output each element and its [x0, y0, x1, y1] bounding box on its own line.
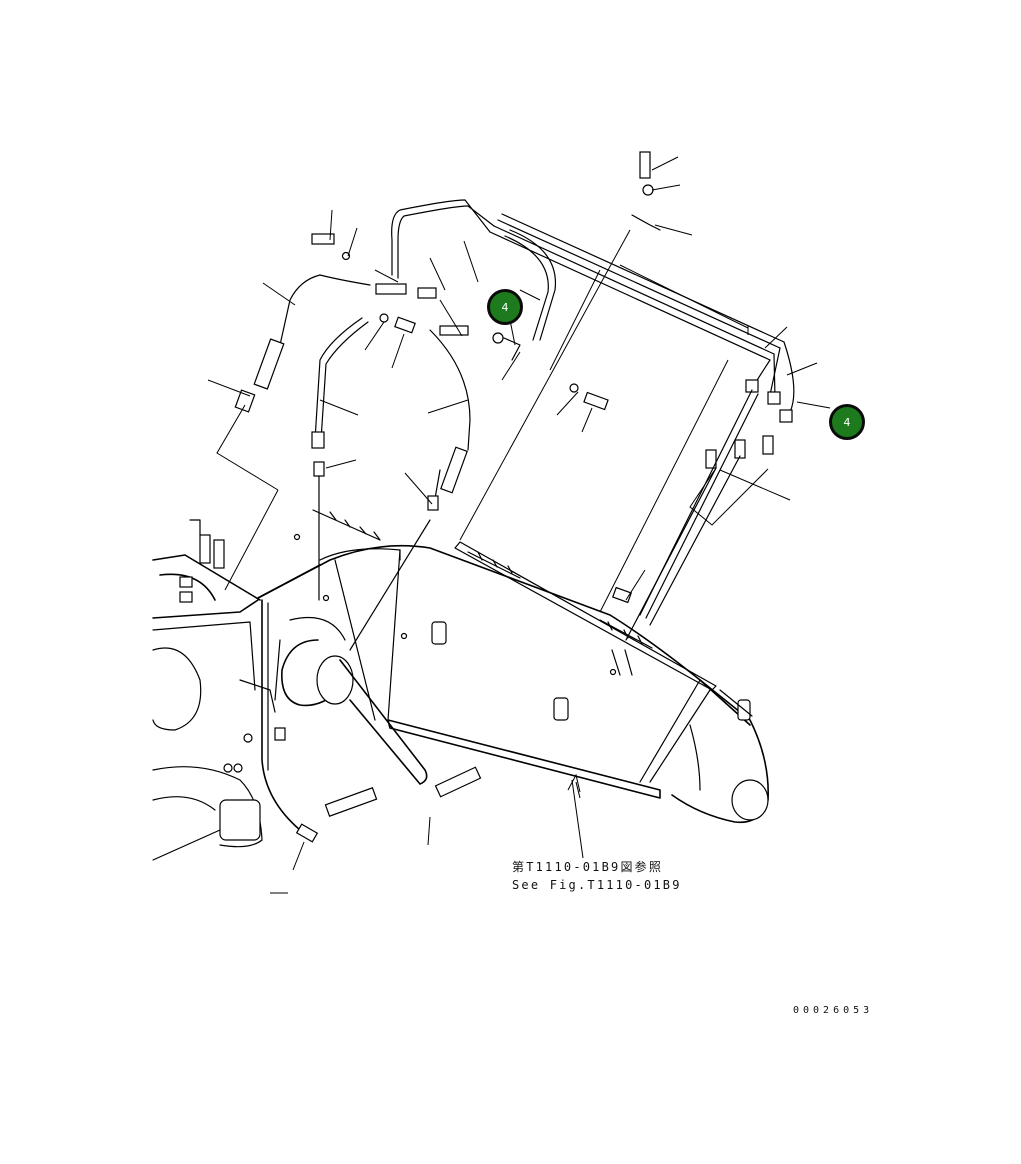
- upper-frame: [152, 519, 276, 861]
- left-hose-assembly: [279, 274, 471, 721]
- boom-pin-hole: [731, 779, 769, 821]
- drawing-number: 00026053: [793, 1005, 874, 1016]
- reference-note-english: See Fig.T1110-01B9: [512, 878, 682, 892]
- callout-badge-right: 4: [829, 404, 865, 440]
- callout-badge-upper: 4: [487, 289, 523, 325]
- callout-label: 4: [843, 415, 851, 429]
- fittings: [234, 151, 793, 843]
- grease-tube-bundle: [391, 199, 795, 413]
- leader-lines: [207, 156, 831, 894]
- bolt: [311, 233, 335, 245]
- lower-tubes: [611, 389, 759, 676]
- reference-note-japanese: 第T1110-01B9図参照: [512, 860, 664, 874]
- reference-note: 第T1110-01B9図参照 See Fig.T1110-01B9: [512, 858, 682, 894]
- boom-body: [257, 533, 769, 831]
- clamp-marks: [312, 509, 753, 717]
- boom-cylinder: [274, 616, 428, 785]
- callout-label: 4: [501, 300, 509, 314]
